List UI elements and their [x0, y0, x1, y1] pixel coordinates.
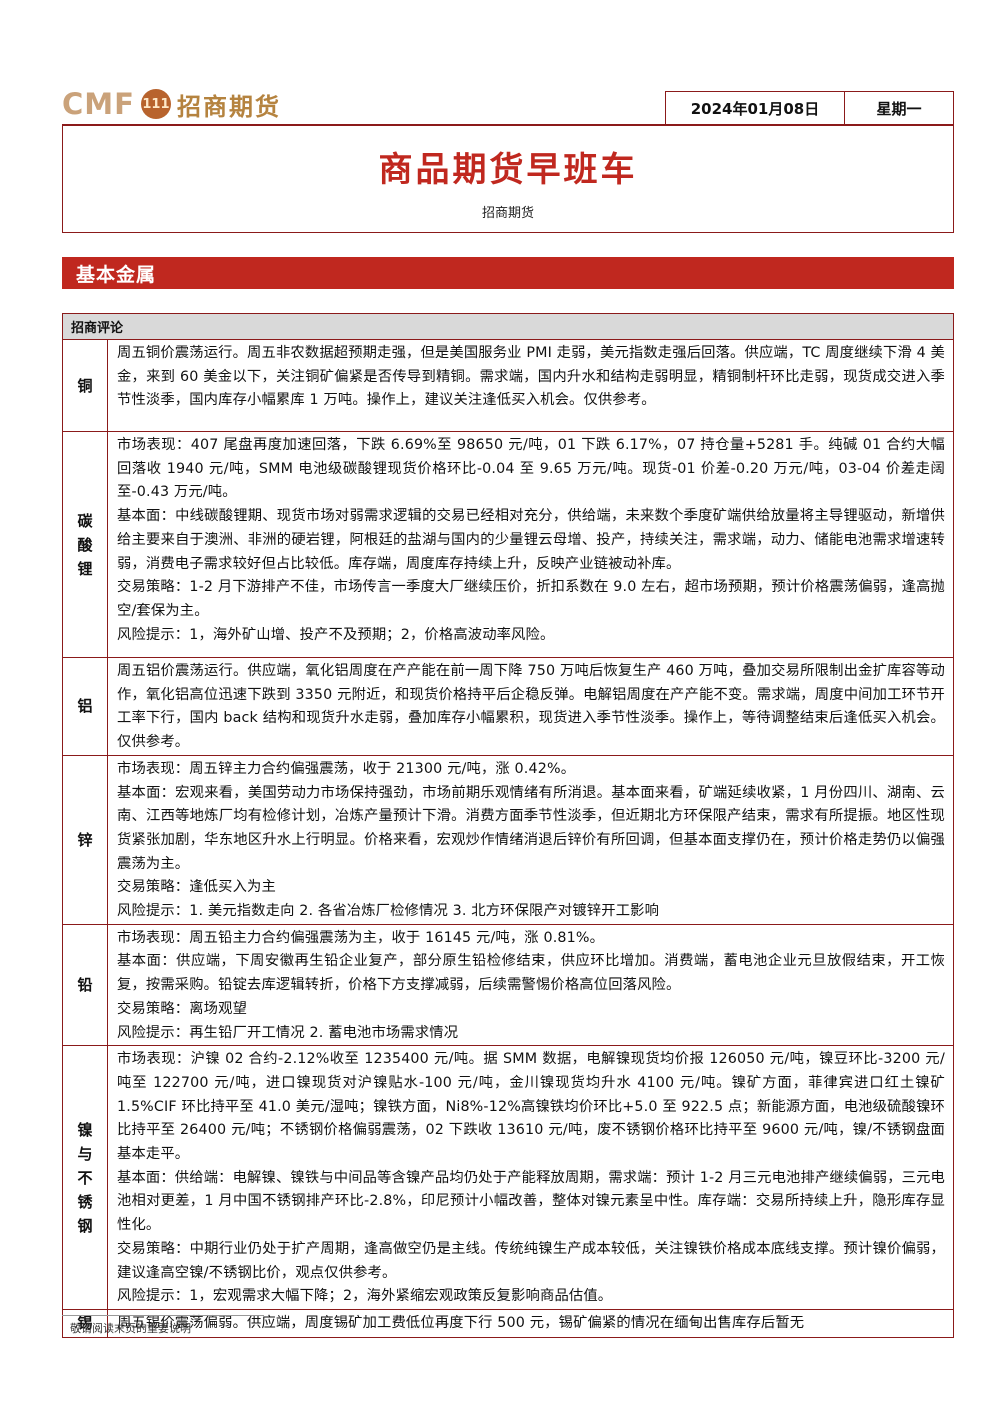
table-header: 招商评论 — [62, 313, 954, 340]
table-row: 碳酸锂市场表现：407 尾盘再度加速回落，下跌 6.69%至 98650 元/吨… — [62, 431, 954, 658]
table-row: 锌市场表现：周五锌主力合约偏强震荡，收于 21300 元/吨，涨 0.42%。基… — [62, 754, 954, 925]
commentary-paragraph: 市场表现：沪镍 02 合约-2.12%收至 1235400 元/吨。据 SMM … — [117, 1051, 945, 1163]
table-row: 锡周五锡价震荡偏弱。供应端，周度锡矿加工费低位再度下行 500 元，锡矿偏紧的情… — [62, 1308, 954, 1338]
table-row: 铜周五铜价震荡运行。周五非农数据超预期走强，但是美国服务业 PMI 走弱，美元指… — [62, 339, 954, 432]
section-header: 基本金属 — [62, 257, 954, 289]
table-header-row: 招商评论 — [62, 313, 954, 340]
commentary-paragraph: 基本面：供应端，下周安徽再生铅企业复产，部分原生铅检修结束，供应环比增加。消费端… — [117, 953, 945, 994]
report-weekday: 星期一 — [876, 99, 922, 118]
commentary-cell: 市场表现：407 尾盘再度加速回落，下跌 6.69%至 98650 元/吨，01… — [107, 431, 954, 658]
metal-label: 铅 — [62, 923, 108, 1047]
commentary-paragraph: 交易策略：离场观望 — [117, 1000, 248, 1017]
commentary-paragraph: 风险提示：再生铅厂开工情况 2. 蓄电池市场需求情况 — [117, 1024, 459, 1041]
footer-note: 敬请阅读末页的重要说明 — [70, 1322, 191, 1335]
metal-label: 镍与不锈钢 — [62, 1045, 108, 1310]
commentary-paragraph: 基本面：宏观来看，美国劳动力市场保持强劲，市场前期乐观情绪有所消退。基本面来看，… — [117, 784, 945, 872]
commentary-cell: 周五铜价震荡运行。周五非农数据超预期走强，但是美国服务业 PMI 走弱，美元指数… — [107, 339, 954, 432]
commentary-paragraph: 周五铝价震荡运行。供应端，氧化铝周度在产产能在前一周下降 750 万吨后恢复生产… — [117, 663, 945, 751]
page-title: 商品期货早班车 — [378, 150, 638, 190]
metal-label: 铝 — [62, 657, 108, 756]
table-row: 镍与不锈钢市场表现：沪镍 02 合约-2.12%收至 1235400 元/吨。据… — [62, 1045, 954, 1310]
commentary-paragraph: 交易策略：逢低买入为主 — [117, 879, 276, 896]
commentary-paragraph: 基本面：供给端：电解镍、镍铁与中间品等含镍产品均仍处于产能释放周期，需求端：预计… — [117, 1169, 945, 1234]
commentary-table: 招商评论 铜周五铜价震荡运行。周五非农数据超预期走强，但是美国服务业 PMI 走… — [62, 313, 954, 1338]
commentary-paragraph: 交易策略：中期行业仍处于扩产周期，逢高做空仍是主线。传统纯镍生产成本较低，关注镍… — [117, 1240, 945, 1281]
commentary-cell: 周五铝价震荡运行。供应端，氧化铝周度在产产能在前一周下降 750 万吨后恢复生产… — [107, 657, 954, 756]
commentary-cell: 市场表现：周五锌主力合约偏强震荡，收于 21300 元/吨，涨 0.42%。基本… — [107, 754, 954, 925]
table-row: 铝周五铝价震荡运行。供应端，氧化铝周度在产产能在前一周下降 750 万吨后恢复生… — [62, 657, 954, 756]
commentary-cell: 周五锡价震荡偏弱。供应端，周度锡矿加工费低位再度下行 500 元，锡矿偏紧的情况… — [107, 1308, 954, 1338]
footer-divider — [62, 1315, 264, 1316]
metal-label: 碳酸锂 — [62, 431, 108, 658]
logo-emblem-icon: 111 — [140, 89, 171, 119]
commentary-cell: 市场表现：周五铅主力合约偏强震荡为主，收于 16145 元/吨，涨 0.81%。… — [107, 923, 954, 1047]
logo-company-name: 招商期货 — [176, 92, 281, 121]
commentary-paragraph: 交易策略：1-2 月下游排产不佳，市场传言一季度大厂继续压价，折扣系数在 9.0… — [117, 579, 945, 619]
page-subtitle: 招商期货 — [481, 206, 534, 221]
commentary-cell: 市场表现：沪镍 02 合约-2.12%收至 1235400 元/吨。据 SMM … — [107, 1045, 954, 1310]
commentary-paragraph: 风险提示：1，宏观需求大幅下降；2，海外紧缩宏观政策反复影响商品估值。 — [117, 1288, 613, 1305]
metal-label: 锌 — [62, 754, 108, 925]
report-date: 2024年01月08日 — [666, 92, 845, 124]
metal-label: 铜 — [62, 339, 108, 432]
commentary-paragraph: 周五铜价震荡运行。周五非农数据超预期走强，但是美国服务业 PMI 走弱，美元指数… — [117, 345, 945, 409]
header-divider — [62, 124, 954, 126]
date-box: 2024年01月08日 星期一 — [665, 91, 954, 125]
commentary-paragraph: 风险提示：1. 美元指数走向 2. 各省冶炼厂检修情况 3. 北方环保限产对镀锌… — [117, 903, 660, 920]
commentary-paragraph: 风险提示：1，海外矿山增、投产不及预期；2，价格高波动率风险。 — [117, 626, 555, 643]
commentary-paragraph: 市场表现：407 尾盘再度加速回落，下跌 6.69%至 98650 元/吨，01… — [117, 437, 945, 501]
table-row: 铅市场表现：周五铅主力合约偏强震荡为主，收于 16145 元/吨，涨 0.81%… — [62, 923, 954, 1047]
metal-label: 锡 — [62, 1308, 108, 1338]
commentary-paragraph: 市场表现：周五锌主力合约偏强震荡，收于 21300 元/吨，涨 0.42%。 — [117, 760, 576, 777]
title-box: 商品期货早班车 招商期货 — [62, 124, 954, 233]
logo-cmf-text: CMF — [62, 87, 135, 121]
commentary-paragraph: 基本面：中线碳酸锂期、现货市场对弱需求逻辑的交易已经相对充分，供给端，未来数个季… — [117, 508, 945, 572]
commentary-paragraph: 周五锡价震荡偏弱。供应端，周度锡矿加工费低位再度下行 500 元，锡矿偏紧的情况… — [117, 1314, 805, 1331]
company-logo: CMF 111 招商期货 — [62, 84, 281, 124]
commentary-paragraph: 市场表现：周五铅主力合约偏强震荡为主，收于 16145 元/吨，涨 0.81%。 — [117, 929, 605, 946]
